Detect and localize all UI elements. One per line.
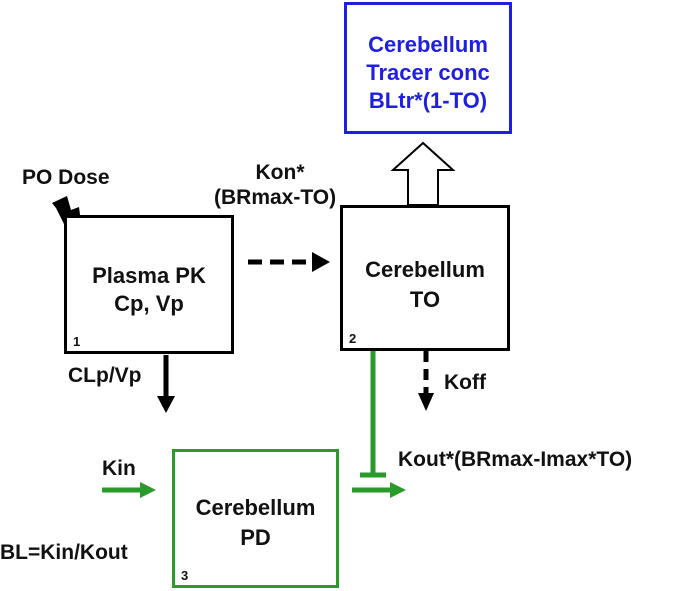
arrow-clp — [157, 355, 175, 413]
plasma-line1: Plasma PK — [92, 263, 206, 288]
pd-line1: Cerebellum — [195, 495, 316, 520]
pd-box: Cerebellum PD 3 — [172, 449, 339, 588]
kon-label-line2: (BRmax-TO) — [214, 186, 337, 209]
pd-line2: PD — [240, 525, 271, 550]
clp-label: CLp/Vp — [68, 364, 142, 387]
pd-compartment-number: 3 — [181, 568, 189, 583]
dashed-arrow-koff — [418, 351, 434, 411]
inhibition-line — [360, 351, 386, 478]
plasma-compartment-number: 1 — [73, 334, 81, 349]
to-line2: TO — [409, 287, 441, 312]
kout-label: Kout*(BRmax-Imax*TO) — [398, 448, 633, 471]
tracer-line3: BLtr*(1-TO) — [368, 88, 488, 113]
arrow-kin — [102, 482, 156, 498]
koff-label: Koff — [444, 371, 486, 394]
tracer-concentration-box: Cerebellum Tracer conc BLtr*(1-TO) — [344, 2, 512, 134]
plasma-pk-box: Plasma PK Cp, Vp 1 — [64, 215, 234, 354]
tracer-line1: Cerebellum — [368, 32, 488, 57]
hollow-up-arrow — [390, 141, 456, 206]
to-box: Cerebellum TO 2 — [340, 205, 510, 351]
bl-label: BL=Kin/Kout — [0, 541, 128, 564]
tracer-line2: Tracer conc — [366, 60, 490, 85]
kon-label-line1: Kon* — [255, 161, 305, 184]
to-line1: Cerebellum — [365, 257, 485, 282]
arrow-kout — [352, 482, 406, 498]
to-compartment-number: 2 — [349, 331, 357, 346]
dashed-arrow-kon — [248, 252, 330, 272]
kin-label: Kin — [102, 457, 136, 480]
po-dose-label: PO Dose — [22, 166, 110, 189]
plasma-line2: Cp, Vp — [114, 291, 184, 316]
